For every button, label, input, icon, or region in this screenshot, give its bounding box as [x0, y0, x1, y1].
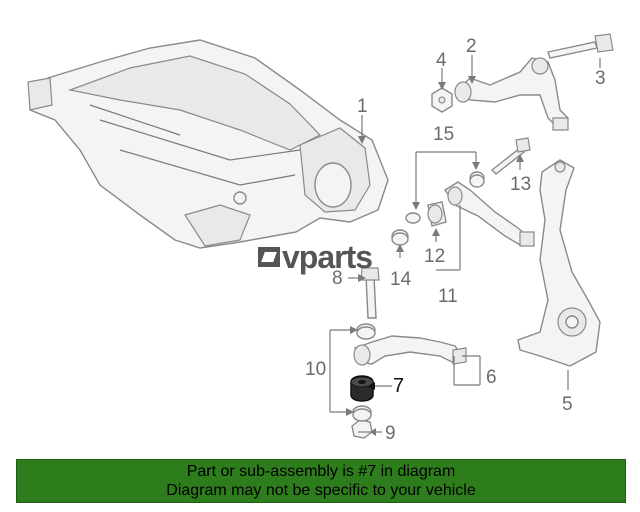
- banner-line-1: Part or sub-assembly is #7 in diagram: [186, 463, 456, 480]
- tension-strut-part[interactable]: [444, 181, 535, 247]
- washer-part-15[interactable]: [405, 171, 485, 224]
- callout-8: 8: [332, 268, 343, 289]
- lower-control-arm-part[interactable]: [353, 335, 467, 366]
- callout-4: 4: [436, 50, 447, 71]
- leader-lines: [329, 55, 601, 436]
- callout-5: 5: [562, 394, 573, 415]
- callout-11: 11: [438, 286, 458, 307]
- callout-15: 15: [433, 124, 454, 145]
- subframe-part[interactable]: [27, 39, 389, 249]
- callout-10: 10: [305, 359, 326, 380]
- callout-3: 3: [595, 68, 606, 89]
- bolt-part-13[interactable]: [490, 137, 531, 175]
- washer-part-10[interactable]: [352, 323, 376, 422]
- nut-part-9[interactable]: [351, 419, 373, 439]
- steering-knuckle-part[interactable]: [517, 159, 601, 367]
- callout-1: 1: [357, 96, 368, 117]
- callout-9: 9: [385, 423, 396, 444]
- bolt-part-8[interactable]: [360, 267, 380, 319]
- vparts-logo: vparts: [258, 239, 373, 275]
- nut-part-4[interactable]: [431, 87, 453, 113]
- info-banner: Part or sub-assembly is #7 in diagram Di…: [16, 459, 626, 503]
- callout-14: 14: [390, 269, 412, 290]
- callout-6: 6: [486, 367, 497, 388]
- callout-12: 12: [424, 246, 445, 267]
- banner-line-2: Diagram may not be specific to your vehi…: [166, 482, 476, 499]
- logo-text: vparts: [282, 239, 373, 275]
- callout-2: 2: [466, 36, 477, 57]
- bolt-part-3[interactable]: [547, 33, 614, 59]
- parts-diagram: 1 2 3 4 5 6 7 8 9 10 11 12 13 14 15: [27, 33, 614, 444]
- callout-7: 7: [393, 375, 404, 397]
- upper-control-arm-part[interactable]: [454, 57, 569, 131]
- logo-mark-icon: [258, 247, 280, 267]
- bushing-part-12[interactable]: [427, 201, 447, 227]
- bushing-part-7[interactable]: [350, 375, 374, 402]
- callout-13: 13: [510, 174, 531, 195]
- washer-part-14[interactable]: [391, 229, 409, 246]
